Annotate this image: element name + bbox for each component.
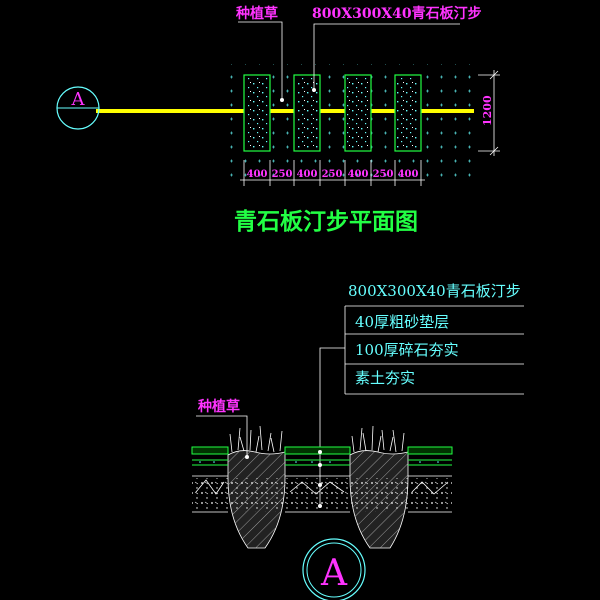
plan-label-grass: 种植草 <box>235 5 278 22</box>
leader-dot <box>318 463 322 467</box>
dim-text: 400 <box>398 169 419 180</box>
stone-slab-4 <box>394 74 422 152</box>
leader-dot <box>280 98 284 102</box>
leader-dot <box>318 504 322 508</box>
stone-slab-3 <box>344 74 372 152</box>
dim-text: 250 <box>373 169 394 180</box>
dim-text: 250 <box>272 169 293 180</box>
section-label-grass: 种植草 <box>197 398 240 415</box>
dim-chain <box>240 160 425 186</box>
layer-label-2: 40厚粗砂垫层 <box>355 313 449 331</box>
dim-text: 250 <box>322 169 343 180</box>
layer-label-4: 素土夯实 <box>355 369 415 387</box>
section-title-letter: A <box>320 553 348 594</box>
stone-slab-1 <box>243 74 271 152</box>
layer-label-1: 800X300X40青石板汀步 <box>348 282 521 300</box>
leader-grass <box>238 21 283 100</box>
grass-blades <box>229 425 405 453</box>
dim-text: 400 <box>297 169 318 180</box>
compacted-soil-layer <box>192 478 452 512</box>
layer-label-3: 100厚碎石夯实 <box>355 341 459 359</box>
legend-leader <box>319 347 345 508</box>
dim-text: 400 <box>247 169 268 180</box>
section-title-marker: A <box>302 538 366 600</box>
leader-stone <box>313 23 460 90</box>
leader-dot <box>318 450 322 454</box>
dim-vertical <box>478 70 500 156</box>
dim-height-text: 1200 <box>481 95 494 126</box>
dim-text: 400 <box>348 169 369 180</box>
surface-layers <box>191 446 453 466</box>
leader-dot <box>245 455 249 459</box>
section-marker: A <box>56 86 100 130</box>
gravel-layer-lines <box>192 475 452 513</box>
section-view: 800X300X40青石板汀步 40厚粗砂垫层 100厚碎石夯实 素土夯实 <box>191 282 524 600</box>
leader-dot <box>318 483 322 487</box>
leader-dot <box>312 88 316 92</box>
plan-title: 青石板汀步平面图 <box>234 208 418 235</box>
leader-grass-section <box>196 415 248 457</box>
sand-dots <box>199 461 439 463</box>
plan-view: 种植草 800X300X40青石板汀步 1200 400 250 400 250… <box>56 5 500 235</box>
plan-label-stone: 800X300X40青石板汀步 <box>312 5 482 22</box>
section-marker-letter: A <box>71 89 86 110</box>
stone-slab-2 <box>293 74 321 152</box>
